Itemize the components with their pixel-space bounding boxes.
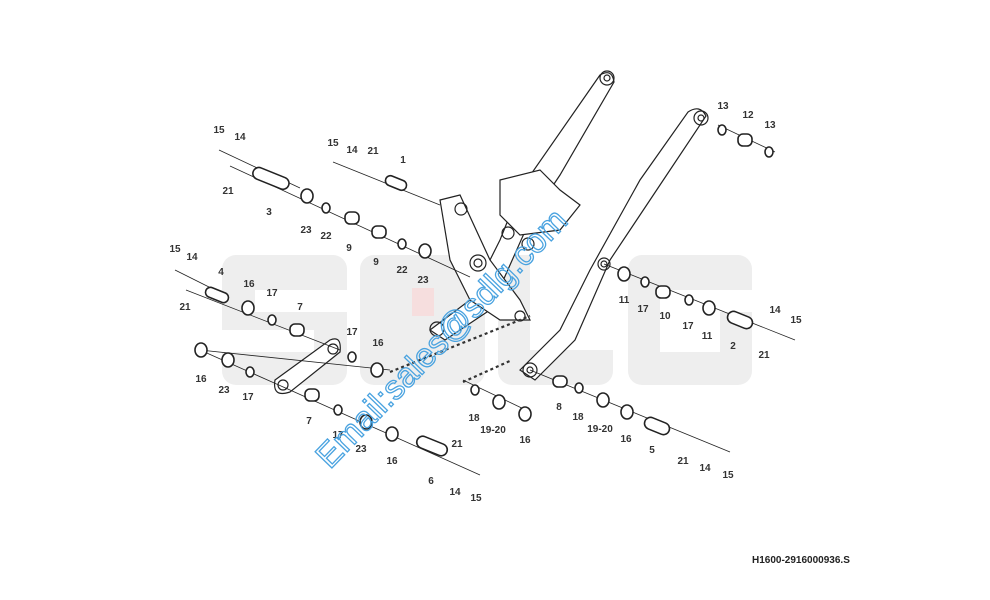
callout-label: 15 — [722, 470, 734, 481]
callout-label: 16 — [243, 279, 255, 290]
loader-arm-drawing — [273, 70, 709, 395]
callout-label: 7 — [297, 302, 303, 313]
callout-label: 9 — [373, 257, 379, 268]
callout-label: 14 — [346, 145, 358, 156]
callout-label: 23 — [300, 225, 312, 236]
callout-label: 17 — [682, 321, 694, 332]
callout-label: 6 — [428, 476, 434, 487]
callout-label: 16 — [519, 435, 531, 446]
callout-label: 13 — [717, 101, 729, 112]
callout-label: 21 — [677, 456, 689, 467]
callout-label: 16 — [386, 456, 398, 467]
callout-label: 17 — [242, 392, 254, 403]
callout-label: 18 — [468, 413, 480, 424]
callout-label: 22 — [396, 265, 408, 276]
callout-label: 8 — [556, 402, 562, 413]
callout-label: 19-20 — [480, 425, 506, 436]
callout-label: 14 — [769, 305, 781, 316]
callout-label: 17 — [637, 304, 649, 315]
dashed-connectors — [389, 314, 531, 384]
callout-label: 14 — [699, 463, 711, 474]
callout-label: 23 — [218, 385, 230, 396]
callout-label: 11 — [702, 331, 713, 342]
callout-label: 9 — [346, 243, 352, 254]
callout-label: 14 — [186, 252, 198, 263]
callout-label: 21 — [758, 350, 770, 361]
callout-label: 22 — [320, 231, 332, 242]
callout-label: 12 — [742, 110, 754, 121]
callout-label: 10 — [659, 311, 671, 322]
callout-label: 17 — [332, 430, 344, 441]
callout-label: 15 — [327, 138, 339, 149]
callout-label: 5 — [649, 445, 655, 456]
callout-label: 19-20 — [587, 424, 613, 435]
callout-label: 16 — [372, 338, 384, 349]
callout-label: 23 — [417, 275, 429, 286]
callout-label: 18 — [572, 412, 584, 423]
callout-label: 11 — [619, 295, 630, 306]
callout-label: 23 — [355, 444, 367, 455]
callout-label: 15 — [470, 493, 482, 504]
drawing-code: H1600-2916000936.S — [752, 555, 850, 566]
callout-label: 15 — [790, 315, 802, 326]
callout-label: 3 — [266, 207, 272, 218]
callout-label: 21 — [179, 302, 191, 313]
callout-label: 4 — [218, 267, 224, 278]
parts-washers — [194, 124, 774, 457]
callout-label: 17 — [266, 288, 278, 299]
callout-label: 21 — [222, 186, 234, 197]
callout-label: 15 — [169, 244, 181, 255]
callout-label: 16 — [195, 374, 207, 385]
callout-label: 17 — [346, 327, 358, 338]
callout-label: 14 — [234, 132, 246, 143]
callout-label: 15 — [213, 125, 225, 136]
callout-label: 14 — [449, 487, 461, 498]
callout-label: 7 — [306, 416, 312, 427]
callout-label: 16 — [620, 434, 632, 445]
callout-label: 21 — [367, 146, 379, 157]
callout-label: 13 — [764, 120, 776, 131]
callout-label: 2 — [730, 341, 736, 352]
callout-label: 1 — [400, 155, 406, 166]
callout-label: 21 — [451, 439, 463, 450]
